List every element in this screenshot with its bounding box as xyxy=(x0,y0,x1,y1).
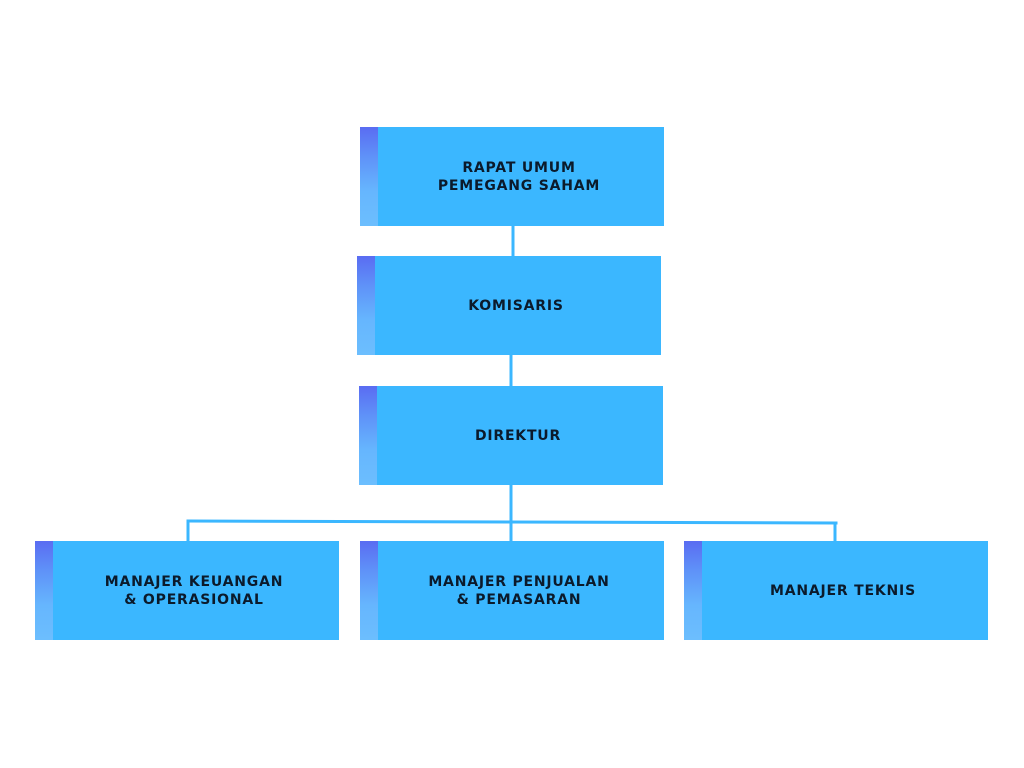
node-komisaris: KOMISARIS xyxy=(357,256,661,355)
node-label: DIREKTUR xyxy=(474,427,562,444)
node-accent-bar xyxy=(360,541,378,640)
node-accent-bar xyxy=(35,541,53,640)
node-label: MANAJER TEKNIS xyxy=(770,582,916,599)
node-rapat-umum-pemegang-saham: RAPAT UMUM PEMEGANG SAHAM xyxy=(360,127,664,226)
node-manajer-penjualan-pemasaran: MANAJER PENJUALAN & PEMASARAN xyxy=(360,541,664,640)
node-manajer-teknis: MANAJER TEKNIS xyxy=(684,541,988,640)
node-label: MANAJER KEUANGAN & OPERASIONAL xyxy=(104,573,284,608)
node-accent-bar xyxy=(360,127,378,226)
connector-branch-horizontal xyxy=(186,519,838,525)
node-label: RAPAT UMUM PEMEGANG SAHAM xyxy=(437,159,601,194)
node-accent-bar xyxy=(684,541,702,640)
node-label: MANAJER PENJUALAN & PEMASARAN xyxy=(428,573,610,608)
node-accent-bar xyxy=(359,386,377,485)
node-label: KOMISARIS xyxy=(468,297,564,314)
node-accent-bar xyxy=(357,256,375,355)
node-direktur: DIREKTUR xyxy=(359,386,663,485)
node-manajer-keuangan-operasional: MANAJER KEUANGAN & OPERASIONAL xyxy=(35,541,339,640)
